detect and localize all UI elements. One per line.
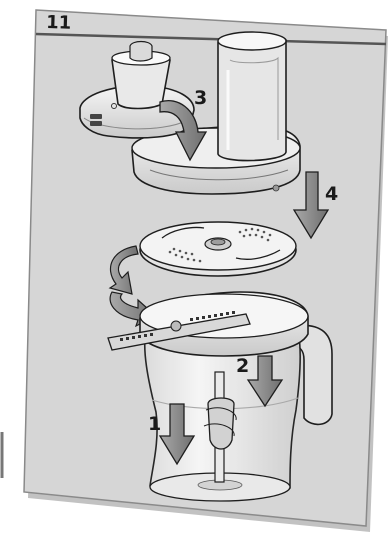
page-number: 11 — [46, 12, 72, 34]
step-label-2: 2 — [236, 355, 249, 377]
step-label-1: 1 — [148, 413, 161, 435]
slicing-disc — [140, 222, 296, 276]
step-label-4: 4 — [325, 183, 338, 205]
step-label-3: 3 — [194, 87, 207, 109]
